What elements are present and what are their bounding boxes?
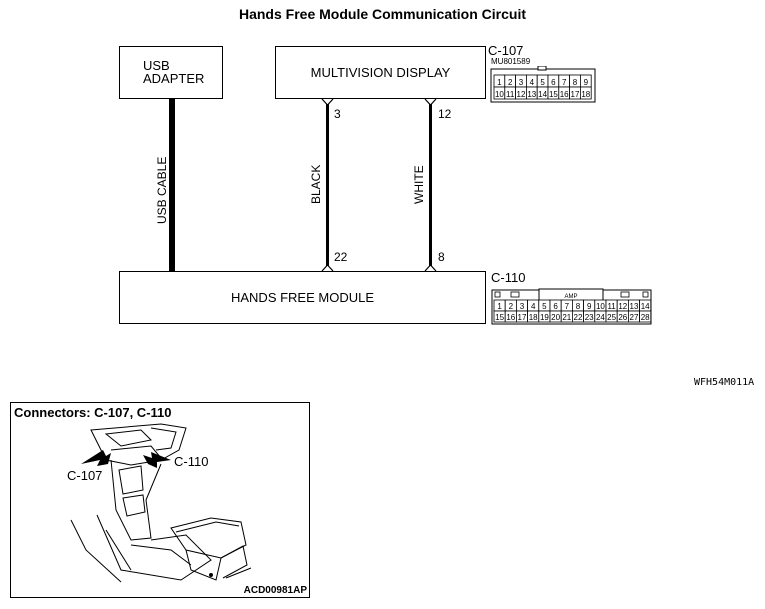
c107-callout-arrow [81, 450, 111, 466]
inset-c110-callout: C-110 [174, 454, 209, 469]
connector-location-inset [10, 402, 310, 598]
c110-pin-number: 1 [497, 302, 502, 311]
c110-pin-number: 10 [596, 302, 605, 311]
c110-pin-number: 13 [630, 302, 639, 311]
console-illustration [70, 423, 252, 583]
c107-pin-number: 16 [560, 90, 569, 99]
black-bottom-terminal [321, 264, 334, 272]
c110-pin-number: 24 [596, 313, 605, 322]
figure-code: WFH54M011A [694, 377, 755, 388]
c107-pin-number: 18 [581, 90, 590, 99]
white-pin-top: 12 [438, 107, 452, 121]
black-pin-top: 3 [334, 107, 341, 121]
c110-pin-number: 3 [520, 302, 525, 311]
usb-adapter-label-line2: ADAPTER [143, 71, 205, 86]
c110-callout-arrow [143, 452, 171, 468]
floor-console-outline [96, 514, 212, 581]
c107-pin-number: 4 [530, 78, 535, 87]
c110-pin-number: 8 [576, 302, 581, 311]
white-pin-bottom: 8 [438, 250, 445, 264]
c110-pin-number: 21 [562, 313, 571, 322]
c110-pin-number: 4 [531, 302, 536, 311]
inset-code: ACD00981AP [243, 585, 307, 596]
white-top-terminal [424, 98, 437, 106]
c110-pin-number: 19 [540, 313, 549, 322]
inset-title: Connectors: C-107, C-110 [14, 405, 172, 420]
c110-pin-number: 17 [518, 313, 527, 322]
c110-pin-number: 22 [574, 313, 583, 322]
black-top-terminal [321, 98, 334, 106]
black-wire [326, 104, 329, 266]
c110-pin-number: 12 [618, 302, 627, 311]
c107-pin-number: 11 [506, 90, 515, 99]
diagram-title: Hands Free Module Communication Circuit [238, 6, 527, 22]
c110-pin-number: 27 [630, 313, 639, 322]
multivision-display-label: MULTIVISION DISPLAY [310, 65, 451, 80]
usb-adapter-label-line1: USB [143, 58, 170, 73]
dash-panel-outline [90, 423, 187, 466]
c110-pin-number: 5 [542, 302, 547, 311]
inset-c107-callout: C-107 [67, 468, 103, 483]
multivision-display-box: MULTIVISION DISPLAY [275, 46, 486, 99]
c107-part-number: MU801589 [491, 57, 531, 66]
c110-pin-number: 16 [506, 313, 515, 322]
black-pin-bottom: 22 [334, 250, 348, 264]
c110-amp-tag: AMP [564, 294, 577, 300]
c110-pin-number: 20 [551, 313, 560, 322]
hands-free-module-box: HANDS FREE MODULE [119, 271, 486, 324]
c107-pin-cell [580, 86, 592, 100]
c110-pin-number: 6 [553, 302, 558, 311]
c107-pin-number: 13 [527, 90, 536, 99]
usb-adapter-box: USB ADAPTER [119, 46, 223, 99]
c107-pin-number: 10 [495, 90, 504, 99]
c110-pin-number: 18 [529, 313, 538, 322]
c110-pin-number: 26 [618, 313, 627, 322]
c107-pin-number: 6 [551, 78, 556, 87]
white-bottom-terminal [424, 264, 437, 272]
c110-pin-number: 11 [607, 302, 616, 311]
c107-label: C-107 [488, 43, 524, 58]
c107-pin-number: 14 [538, 90, 547, 99]
c110-pin-number: 23 [585, 313, 594, 322]
c107-pin-number: 12 [517, 90, 526, 99]
c110-pin-number: 25 [607, 313, 616, 322]
c110-pin-number: 14 [641, 302, 650, 311]
c110-pin-number: 9 [587, 302, 592, 311]
c110-label: C-110 [491, 270, 526, 285]
c107-pin-number: 7 [562, 78, 567, 87]
c107-pin-number: 17 [571, 90, 580, 99]
c110-pin-number: 7 [565, 302, 570, 311]
c110-pin-number: 28 [641, 313, 650, 322]
c107-pin-number: 8 [573, 78, 578, 87]
usb-cable-wire [169, 99, 175, 271]
c110-pin-cell [639, 310, 652, 323]
c110-pin-number: 15 [495, 313, 504, 322]
c107-pin-number: 1 [497, 78, 502, 87]
c107-pin-number: 5 [540, 78, 545, 87]
c107-pin-number: 3 [519, 78, 524, 87]
c107-pin-number: 2 [508, 78, 513, 87]
c107-pin-number: 9 [584, 78, 589, 87]
white-wire [429, 104, 432, 266]
c110-pin-number: 2 [509, 302, 514, 311]
hands-free-module-label: HANDS FREE MODULE [230, 290, 375, 305]
center-stack-outline [110, 459, 162, 541]
c107-pin-number: 15 [549, 90, 558, 99]
